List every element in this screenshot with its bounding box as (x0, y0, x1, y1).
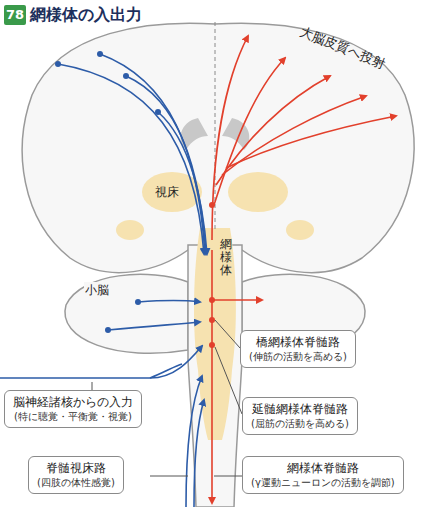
box-note: (γ運動ニューロンの活動を調節) (251, 476, 395, 490)
box-heading: 脳神経諸核からの入力 (13, 394, 133, 410)
callout-box: 網様体脊髄路(γ運動ニューロンの活動を調節) (242, 456, 404, 494)
diagram-title: 網様体の入出力 (30, 4, 142, 26)
region-label: 視床 (154, 184, 180, 201)
region-label: 小脳 (84, 282, 110, 299)
box-note: (屈筋の活動を高める) (251, 417, 349, 431)
box-heading: 橋網様体脊髄路 (249, 334, 347, 350)
region-label: 網様体 (220, 238, 232, 278)
box-heading: 延髄網様体脊髄路 (251, 401, 349, 417)
box-note: (四肢の体性感覚) (37, 476, 115, 490)
callout-box: 橋網様体脊髄路(伸筋の活動を高める) (240, 330, 356, 368)
callout-box: 延髄網様体脊髄路(屈筋の活動を高める) (242, 397, 358, 435)
box-note: (特に聴覚・平衡覚・視覚) (13, 410, 133, 424)
callout-number: 78 (4, 5, 26, 25)
callout-box: 脊髄視床路(四肢の体性感覚) (28, 456, 124, 494)
box-heading: 脊髄視床路 (37, 460, 115, 476)
box-heading: 網様体脊髄路 (251, 460, 395, 476)
box-note: (伸筋の活動を高める) (249, 350, 347, 364)
callout-box: 脳神経諸核からの入力(特に聴覚・平衡覚・視覚) (4, 390, 142, 428)
